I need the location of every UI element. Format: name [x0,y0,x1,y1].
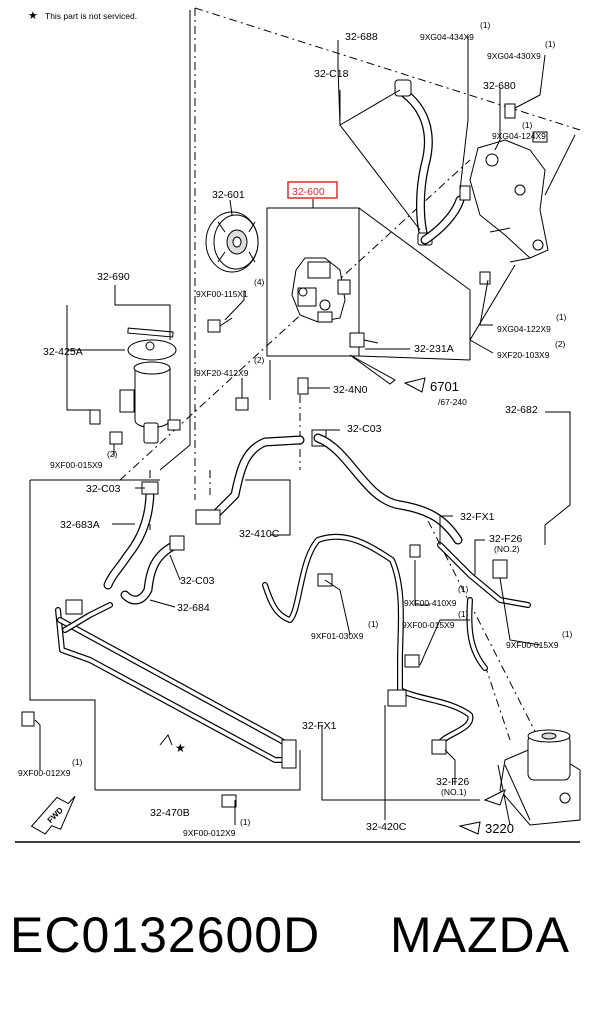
leader-lines [29,36,576,825]
label-no2: (NO.2) [494,544,520,554]
pulley-32-601 [205,211,259,273]
label-32-682: 32-682 [505,404,538,416]
label-6701: 6701 [430,379,459,394]
label-qty: (2) [107,449,118,459]
label-32-4n0: 32-4N0 [333,384,368,396]
pressure-pipe-32-420c [262,533,531,755]
label-9xf00-015x9-c: 9XF00-015X9 [506,640,559,650]
part-number: EC0132600D [10,907,321,963]
label-qty: (1) [556,312,567,322]
label-no1: (NO.1) [441,787,467,797]
label-3220: 3220 [485,821,514,836]
label-9xf00-015x9-b: 9XF00-015X9 [402,620,455,630]
label-9xg04-124x9: 9XG04-124X9 [492,131,546,141]
cooler-pipe-32-470b: ★ [55,599,297,769]
steering-gear [497,729,581,826]
label-32-f26-no2: 32-F26 [489,533,522,545]
label-32-601: 32-601 [212,189,245,201]
label-32-c03-left: 32-C03 [86,483,121,495]
label-32-410c: 32-410C [239,528,280,540]
bracket-32-680 [459,103,549,285]
label-qty: (1) [240,817,251,827]
label-32-c18: 32-C18 [314,68,349,80]
label-67-240: /67-240 [438,397,467,407]
label-32-684: 32-684 [177,602,210,614]
label-qty: (2) [555,339,566,349]
return-hose-32-682 [313,433,463,545]
return-hose-32-c18 [394,79,465,246]
label-32-231a: 32-231A [414,343,454,355]
label-qty: (1) [368,619,379,629]
note-star-icon: ★ [28,10,38,22]
label-qty: (2) [254,355,265,365]
brand-name: MAZDA [390,907,570,963]
label-9xg04-434x9: 9XG04-434X9 [420,32,474,42]
label-32-c03-top: 32-C03 [347,423,382,435]
fwd-arrow-icon: FWD [30,795,76,835]
highlight-box-32-600 [287,181,338,199]
footer: EC0132600D MAZDA [0,895,600,975]
label-32-fx1-center: 32-FX1 [302,720,337,732]
label-qty: (1) [522,120,533,130]
label-32-600: 32-600 [292,186,325,198]
label-32-680: 32-680 [483,80,516,92]
label-32-f26-no1: 32-F26 [436,776,469,788]
reservoir-32-690 [89,327,181,445]
label-9xf01-030x9: 9XF01-030X9 [311,631,364,641]
label-qty: (1) [545,39,556,49]
label-qty: (1) [480,20,491,30]
power-steering-parts-diagram: ★ This part is not serviced. [15,7,581,843]
label-9xf00-015x9-a: 9XF00-015X9 [50,460,103,470]
part-labels: 32-688 (1) 9XG04-434X9 (1) 9XG04-430X9 3… [18,20,573,838]
label-9xf20-412x9: 9XF20-412X9 [196,368,249,378]
group-outlines [119,7,581,821]
label-9xf20-103x9: 9XF20-103X9 [497,350,550,360]
cooler-hoses [103,481,185,605]
label-qty: (1) [72,757,83,767]
label-qty: (1) [458,584,469,594]
star-marker-icon: ★ [175,741,186,755]
label-32-688: 32-688 [345,31,378,43]
label-9xf00-012x9-a: 9XF00-012X9 [18,768,71,778]
label-qty: (1) [562,629,573,639]
callout-arrows [349,354,506,835]
label-32-425a: 32-425A [43,346,83,358]
label-qty: (1) [458,609,469,619]
label-9xg04-430x9: 9XG04-430X9 [487,51,541,61]
label-32-470b: 32-470B [150,807,190,819]
label-9xf00-012x9-b: 9XF00-012X9 [183,828,236,838]
label-9xf00-115x1: 9XF00-115X1 [196,289,248,299]
not-serviced-note: ★ This part is not serviced. [28,10,137,22]
label-32-690: 32-690 [97,271,130,283]
label-9xg04-122x9: 9XG04-122X9 [497,324,551,334]
label-32-fx1-right: 32-FX1 [460,511,495,523]
label-qty: (4) [254,277,265,287]
note-text: This part is not serviced. [45,11,137,21]
fasteners [21,317,508,808]
label-32-c03-mid: 32-C03 [180,575,215,587]
label-32-683a: 32-683A [60,519,100,531]
label-32-420c: 32-420C [366,821,407,833]
label-9xf00-410x9: 9XF00-410X9 [404,598,457,608]
pressure-hose-32-410c [195,429,327,525]
